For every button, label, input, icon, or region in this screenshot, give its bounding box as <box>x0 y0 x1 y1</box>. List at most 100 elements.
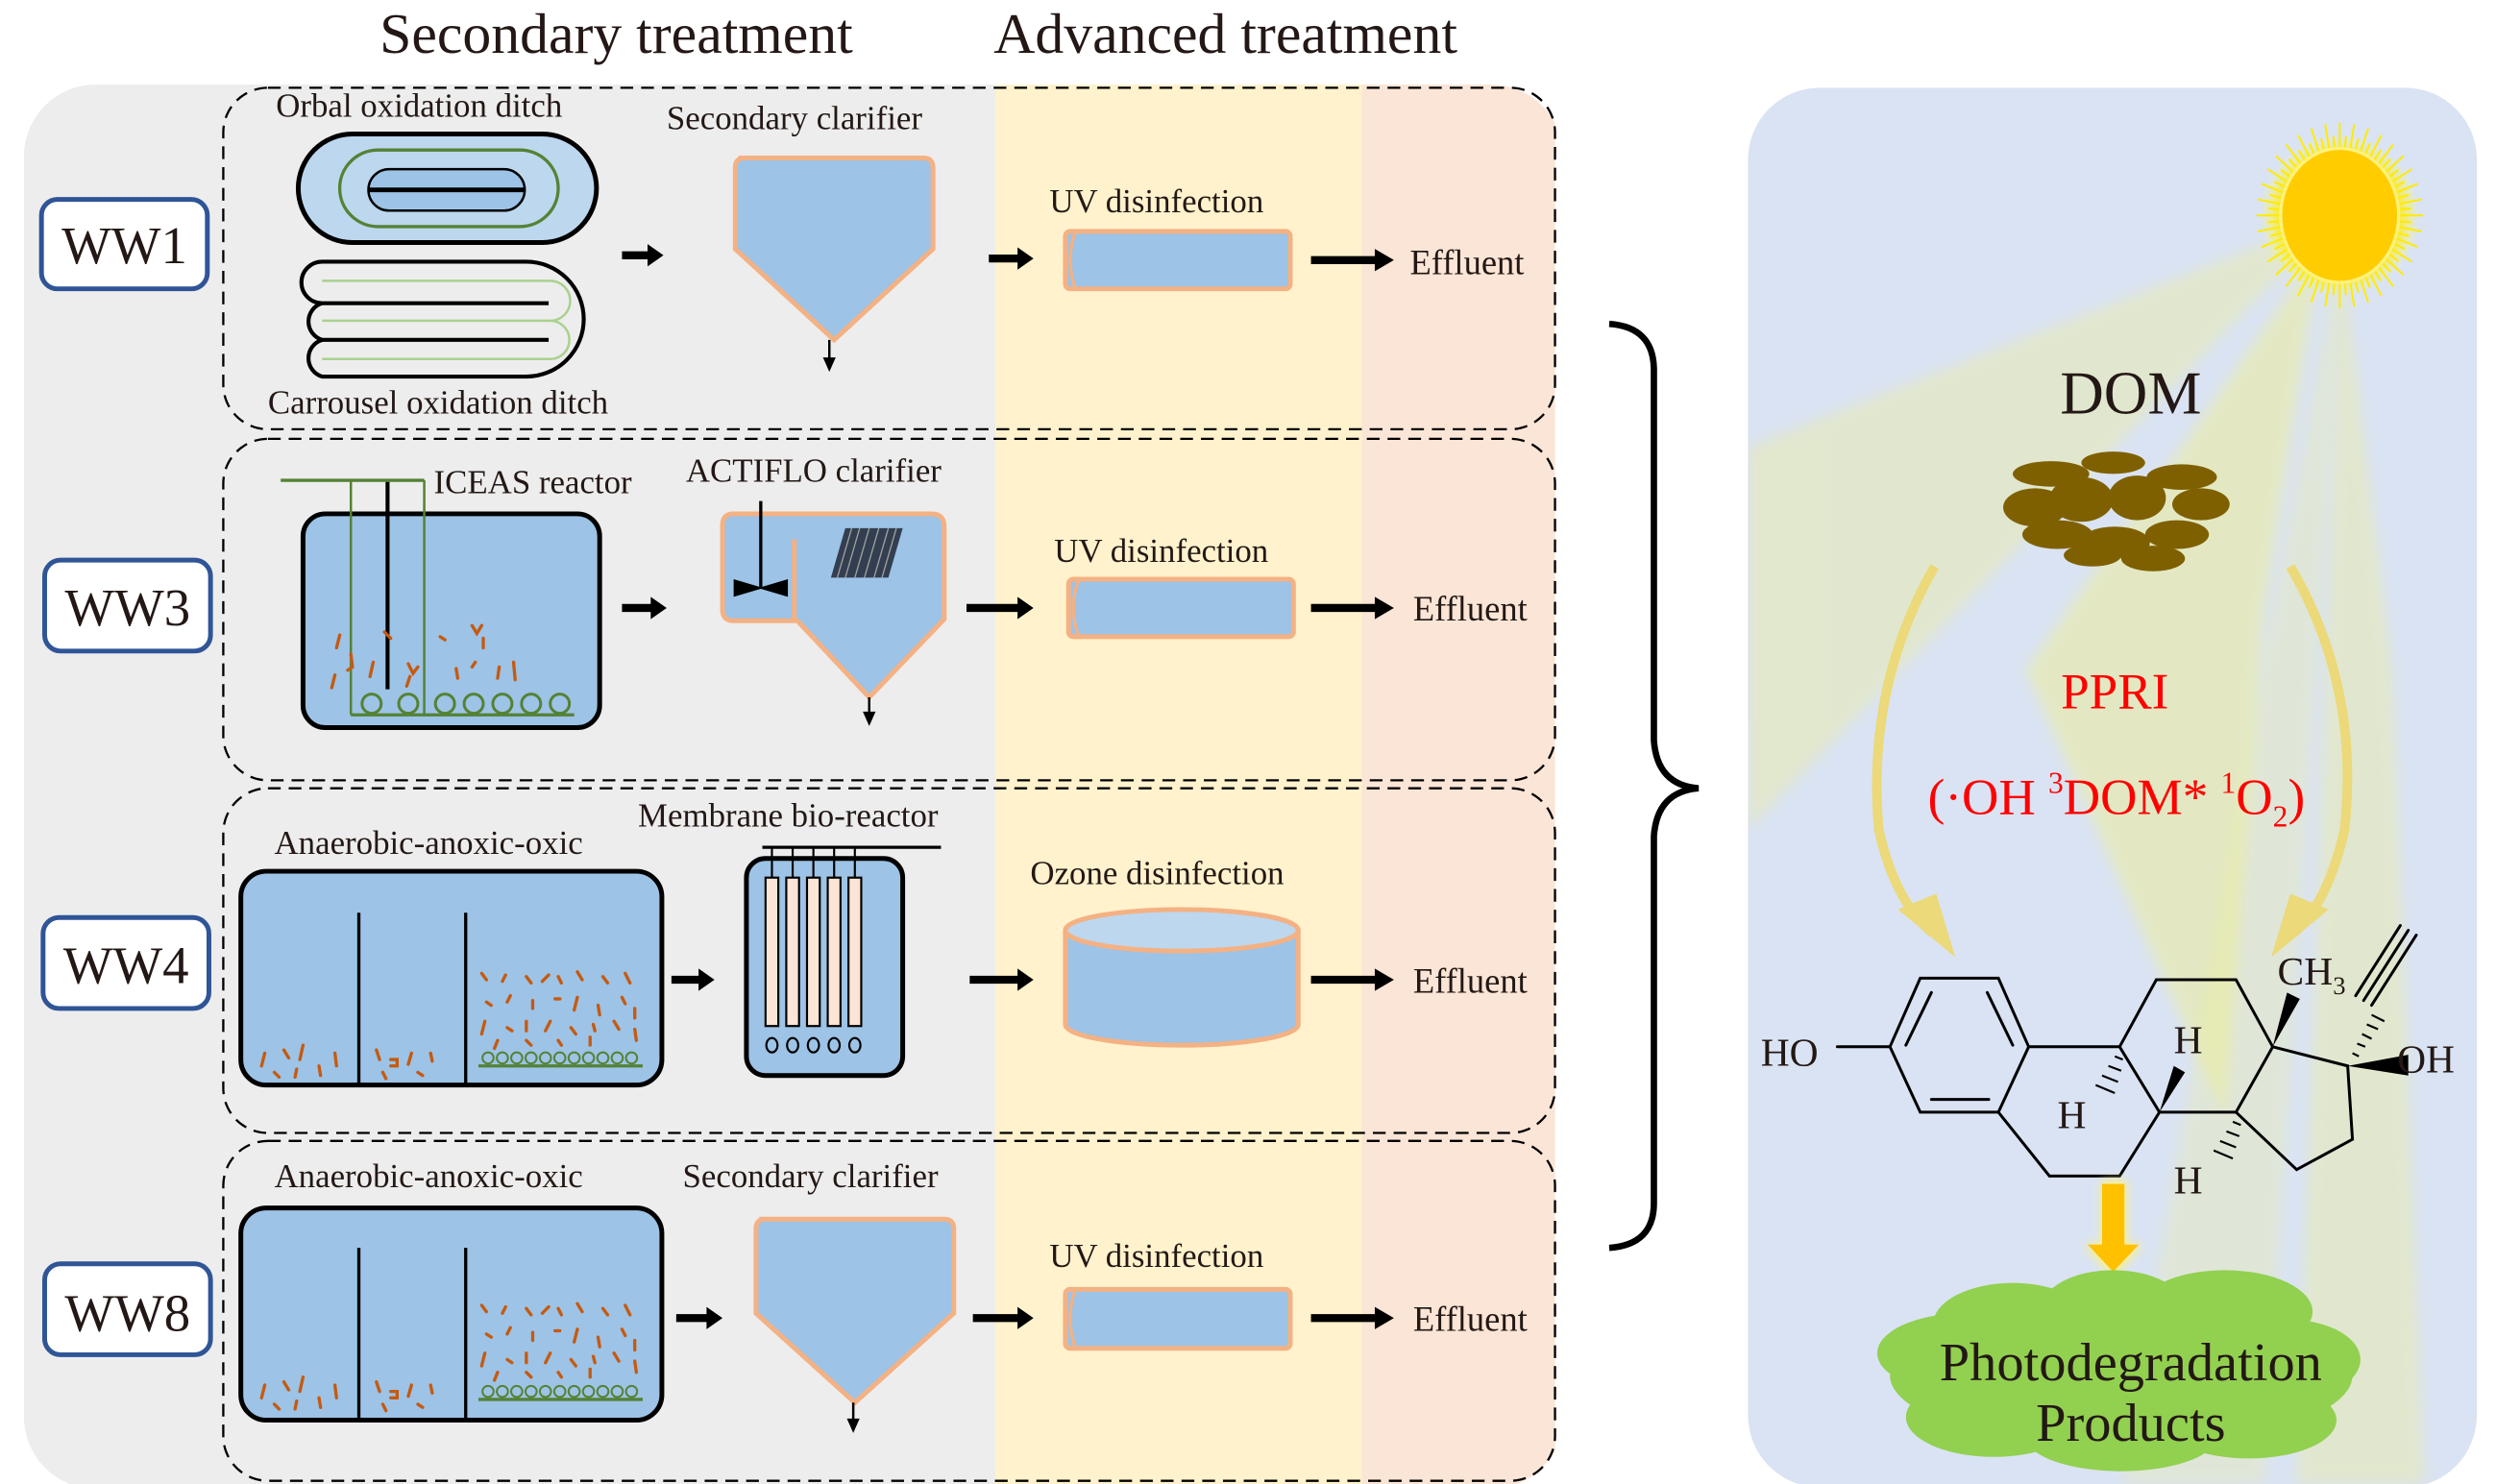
products-line2: Products <box>2036 1394 2226 1453</box>
ww8-badge[interactable]: WW8 <box>41 1261 213 1357</box>
dom-label: DOM <box>2060 359 2201 426</box>
ozone-contactor-icon <box>1063 907 1301 1048</box>
curved-arrow-left-icon <box>1872 564 1956 958</box>
ww3-badge[interactable]: WW3 <box>41 557 213 654</box>
advanced-band <box>994 85 1362 1484</box>
panel-gap <box>1554 85 1587 1484</box>
sun-ray <box>2393 182 2419 195</box>
products-line1: Photodegradation <box>1940 1333 2322 1393</box>
membrane-bioreactor-icon <box>744 845 942 1079</box>
sun-ray <box>2261 236 2287 249</box>
ww4-badge[interactable]: WW4 <box>40 914 211 1011</box>
flow-arrow-icon <box>622 596 667 620</box>
ww1-effluent-label: Effluent <box>1409 243 1524 282</box>
sun-ray <box>2261 182 2287 195</box>
mbr-label: Membrane bio-reactor <box>638 797 939 835</box>
ww8-effluent-label: Effluent <box>1413 1300 1528 1339</box>
flow-arrow-icon <box>671 968 715 991</box>
hydrogen-upper: H <box>2174 1017 2203 1061</box>
ww3-effluent-label: Effluent <box>1413 589 1528 628</box>
methyl-subscript: 3 <box>2333 971 2345 1000</box>
ww1-badge[interactable]: WW1 <box>38 197 210 292</box>
ppri-species: (·OH 3DOM* 1O2) <box>1928 766 2305 834</box>
sun-ray <box>2395 225 2422 232</box>
hashed-bonds <box>2094 1013 2386 1160</box>
sun-ray <box>2383 155 2405 176</box>
sludge-arrow-icon <box>863 696 876 726</box>
brace-icon <box>1608 320 1700 1252</box>
flow-arrow-icon <box>1310 1306 1394 1329</box>
hydrogen-left: H <box>2057 1093 2086 1137</box>
sun-ray <box>2383 255 2405 276</box>
ww1-label: WW1 <box>61 216 187 275</box>
ww1-badge-box <box>38 197 210 292</box>
ww4-a2o-label: Anaerobic-anoxic-oxic <box>275 824 583 862</box>
ww3-label: WW3 <box>64 578 190 637</box>
row-ww3: WW3 ICEAS reactor ACTIFLO clarifier <box>41 437 1556 782</box>
hydroxyl-right: OH <box>2397 1036 2455 1081</box>
effluent-band <box>1361 85 1563 1484</box>
right-panel: DOM PPRI (·OH 3DOM* 1O2) <box>1748 87 2478 1484</box>
sludge-arrow-icon <box>822 339 836 373</box>
flow-arrow-icon <box>972 1306 1034 1329</box>
actiflo-clarifier-icon <box>720 500 947 701</box>
arrow-down-icon <box>2084 1180 2142 1277</box>
paren-close: ) <box>2288 769 2305 825</box>
oxygen-subscript: 2 <box>2273 800 2288 834</box>
a2o-reactor-icon <box>238 868 665 1088</box>
methyl-ch: CH <box>2278 949 2334 993</box>
ww1-clarifier-label: Secondary clarifier <box>667 100 922 137</box>
methyl-group: CH3 <box>2278 949 2346 1000</box>
ethinylestradiol-structure: HO OH CH3 H H H <box>1761 924 2455 1203</box>
flow-arrow-icon <box>989 247 1034 270</box>
row-ww3-frame <box>222 437 1556 782</box>
row-ww4-frame <box>222 787 1556 1134</box>
triplet-dom: DOM* <box>2064 769 2221 825</box>
carrousel-ditch-label: Carrousel oxidation ditch <box>268 383 608 421</box>
sun-ray <box>2367 134 2383 161</box>
ww3-disinfection-label: UV disinfection <box>1054 532 1268 570</box>
hydrogen-lower: H <box>2174 1158 2203 1203</box>
ww3-badge-box <box>41 557 213 654</box>
singlet-superscript: 1 <box>2221 766 2237 800</box>
ww4-badge-box <box>40 914 211 1011</box>
ww8-label: WW8 <box>64 1283 190 1342</box>
flow-arrow-icon <box>969 968 1034 991</box>
singlet-oxygen: O <box>2236 769 2272 825</box>
sun-ray <box>2257 225 2284 232</box>
curved-arrow-right-icon <box>2270 564 2353 958</box>
actiflo-clarifier-label: ACTIFLO clarifier <box>686 452 942 490</box>
dom-aggregate-icon <box>2003 451 2230 572</box>
uv-reactor-icon <box>1063 1286 1293 1351</box>
row-ww8: WW8 Anaerobic-anoxic-oxic Secondary clar… <box>41 1139 1556 1482</box>
sun-ray <box>2297 134 2312 161</box>
carrousel-ditch-icon <box>299 259 586 379</box>
ww8-disinfection-label: UV disinfection <box>1049 1237 1263 1275</box>
row-ww1-frame <box>222 86 1556 431</box>
orbal-ditch-icon <box>295 132 600 246</box>
flow-arrow-icon <box>675 1306 723 1329</box>
sun-ray <box>2266 168 2291 184</box>
flow-arrow-icon <box>1310 968 1394 991</box>
cloud-icon <box>1876 1270 2361 1472</box>
row-ww1: WW1 Orbal oxidation ditch Carrousel oxid… <box>38 86 1556 431</box>
uv-reactor-icon <box>1065 576 1296 640</box>
flow-arrow-icon <box>966 596 1034 620</box>
secondary-treatment-title: Secondary treatment <box>379 2 853 65</box>
sun-ray <box>2375 263 2394 287</box>
advanced-treatment-title: Advanced treatment <box>993 2 1457 65</box>
secondary-clarifier-icon <box>753 1216 957 1406</box>
sludge-arrow-icon <box>846 1402 860 1433</box>
ww4-effluent-label: Effluent <box>1413 961 1528 1000</box>
sun-ray <box>2393 236 2419 249</box>
iceas-reactor-icon <box>281 478 602 731</box>
a2o-reactor-icon <box>238 1205 665 1423</box>
ww8-badge-box <box>41 1261 213 1357</box>
sun-ray <box>2275 255 2297 276</box>
sun-ray <box>2275 155 2297 176</box>
iceas-reactor-label: ICEAS reactor <box>434 463 632 500</box>
sun-ray <box>2266 246 2291 263</box>
ww8-clarifier-label: Secondary clarifier <box>683 1157 939 1195</box>
flow-arrow-icon <box>1310 596 1394 620</box>
